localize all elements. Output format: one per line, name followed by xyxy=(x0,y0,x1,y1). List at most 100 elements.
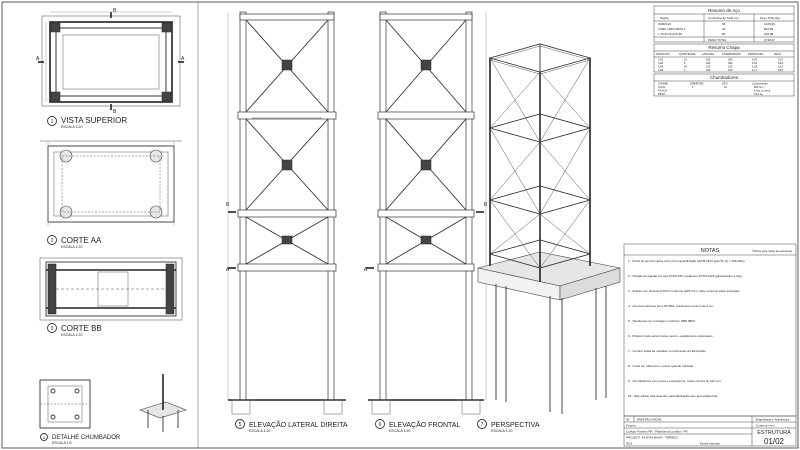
note-6: 6 - Pintura: fundo anticorrosivo epóxi +… xyxy=(628,334,713,338)
perspectiva-number: 7 xyxy=(481,422,484,428)
title-block: 00 EMISSÃO INICIAL Projeto Colégio Posit… xyxy=(623,415,797,447)
corte-aa-scale: ESCALA 1:20 xyxy=(61,245,82,249)
chapa-row-2-col-4: 6,35 xyxy=(752,65,758,69)
chumb-row-2-col-3: 43,2 kg xyxy=(754,92,763,96)
note-2: 2 - Chapas de ligação em aço ASTM A36, p… xyxy=(628,274,743,278)
aco-row-0-col-1: 66 xyxy=(722,22,726,26)
chapa-row-0-col-0: CH1 xyxy=(658,58,664,62)
corte-bb-scale: ESCALA 1:20 xyxy=(61,333,82,337)
frontal-number: 6 xyxy=(379,422,382,428)
chapa-row-1-col-2: 300 xyxy=(706,61,711,65)
tb-description: PROJETO: PLANTA BAIXA - TÉRREO xyxy=(626,435,678,440)
corte-aa-view: 2 CORTE AA ESCALA 1:20 xyxy=(40,140,182,249)
tb-discipline: ESTRUTURA xyxy=(757,430,791,436)
plan-cut-b-top: B xyxy=(113,8,117,14)
chapa-row-2-col-2: 150 xyxy=(706,65,711,69)
tb-revision: 00 xyxy=(626,418,630,422)
tb-client: Colégio Positivo PR - Plataforma Curitib… xyxy=(626,430,689,434)
note-5: 5 - Tolerâncias de montagem conforme NBR… xyxy=(628,319,696,323)
chumb-row-0-col-1: 1" xyxy=(692,85,694,89)
chapa-header-3: COMPRIMENTO xyxy=(722,53,741,56)
frontal-scale: ESCALA 1:20 xyxy=(389,429,410,433)
corte-aa-title: CORTE AA xyxy=(61,236,102,245)
plan-cut-a-left: A xyxy=(36,56,40,62)
aco-row-1-col-1: 44 xyxy=(722,27,726,31)
chapa-row-3-col-5: 63,8 xyxy=(778,68,784,72)
frontal-cut-a: A xyxy=(364,267,368,273)
chapa-row-3-col-4: 12,7 xyxy=(752,68,758,72)
chumb-header-2: QTD xyxy=(722,82,728,86)
corte-bb-title: CORTE BB xyxy=(61,324,102,333)
chapa-row-0-col-2: 200 xyxy=(706,58,711,62)
chapa-row-3-col-2: 400 xyxy=(706,68,711,72)
chapa-table-title: Resumo Chapa xyxy=(708,45,740,50)
aco-row-2-col-2: 618,08 xyxy=(764,32,774,36)
corte-aa-number: 2 xyxy=(51,238,54,244)
chapa-row-2-col-1: 24 xyxy=(684,65,687,69)
chumbador-number: 4 xyxy=(43,435,46,440)
chumb-header-1: DIÂMETRO xyxy=(690,81,704,86)
notes-panel: NOTAS *Ultima para todas as estruturas 1… xyxy=(623,243,797,417)
aco-total-label: PESO TOTAL xyxy=(708,38,727,42)
plan-view-scale: ESCALA 1:20 xyxy=(61,125,82,129)
plan-cut-b-bottom: B xyxy=(113,109,117,115)
chumb-header-0: CHUMB. xyxy=(658,82,669,86)
aco-row-0-col-2: 1320,00 xyxy=(764,22,775,26)
plan-view-title: VISTA SUPERIOR xyxy=(61,116,127,125)
aco-row-2-col-0: L 76,2X76,2X6,35 xyxy=(658,32,682,36)
aco-row-1-col-0: TUBO 100X100X6,3 xyxy=(658,27,686,31)
frontal-title: ELEVAÇÃO FRONTAL xyxy=(389,420,460,429)
aco-table-title: Resumo de Aço xyxy=(708,8,740,13)
plan-cut-a-right: A xyxy=(181,56,185,62)
tables-panel: Resumo de Aço Seção Comprimento Total (m… xyxy=(653,5,795,97)
note-10: 10 - Não utilizar este desenho para fabr… xyxy=(628,394,718,398)
aco-row-1-col-2: 804,89 xyxy=(764,27,774,31)
lateral-number: 5 xyxy=(239,422,242,428)
chumb-table-title: Chumbadores xyxy=(710,75,739,80)
note-4: 4 - Concreto da base fck ≥ 30 MPa, cobri… xyxy=(628,304,714,308)
chumb-row-1-col-3: 6 fios c/ porca xyxy=(754,89,771,93)
tb-revision-desc: EMISSÃO INICIAL xyxy=(637,417,662,422)
tb-date: 2022 xyxy=(626,442,633,446)
chumb-row-2-col-0: PESO xyxy=(658,92,665,96)
plan-view-number: 1 xyxy=(51,119,54,125)
chapa-header-2: LARGURA xyxy=(702,53,714,56)
chapa-row-2-col-3: 150 xyxy=(728,65,733,69)
note-1: 1 - Perfis de aço formados a frio com es… xyxy=(628,259,745,263)
chapa-row-0-col-1: 16 xyxy=(684,58,687,62)
lateral-title: ELEVAÇÃO LATERAL DIREITA xyxy=(249,420,348,429)
chapa-row-0-col-5: 31,9 xyxy=(778,58,784,62)
chapa-row-1-col-0: CH2 xyxy=(658,61,664,65)
chapa-row-1-col-5: 53,8 xyxy=(778,61,784,65)
chumb-row-0-col-0: CH-01 xyxy=(658,85,666,89)
chumb-row-0-col-3: 800 mm xyxy=(754,85,763,89)
lateral-scale: ESCALA 1:20 xyxy=(249,429,270,433)
perspective-view: 7 PERSPECTIVA ESCALA 1:20 xyxy=(477,43,621,433)
chapa-header-0: PARAFUSO xyxy=(656,53,670,56)
chapa-row-0-col-4: 6,35 xyxy=(752,58,758,62)
perspectiva-title: PERSPECTIVA xyxy=(491,422,540,429)
chapa-header-5: PESO xyxy=(774,53,781,56)
chapa-row-3-col-3: 400 xyxy=(728,68,733,72)
tb-sheet-number: 01/02 xyxy=(764,437,785,446)
corte-bb-number: 3 xyxy=(51,326,54,332)
notes-subtitle: *Ultima para todas as estruturas xyxy=(752,249,793,253)
plan-view: A A B B 1 VISTA SUPERIOR ESCALA 1:20 xyxy=(36,8,185,129)
chapa-header-1: QUANTIDADE xyxy=(679,53,696,56)
chapa-header-4: ESPESSURA xyxy=(748,53,764,56)
tb-company: Engenharia e Arquitetura xyxy=(756,418,790,422)
note-3: 3 - Soldas com eletrodo E70XX conforme A… xyxy=(628,289,740,293)
chumb-header-3: Comprimento xyxy=(752,82,768,86)
chapa-row-1-col-4: 9,53 xyxy=(752,61,758,65)
chumbador-scale: ESCALA 1:5 xyxy=(52,441,72,445)
note-7: 7 - Conferir todas as medidas no local a… xyxy=(628,349,707,353)
chapa-row-0-col-3: 200 xyxy=(728,58,733,62)
aco-row-2-col-1: 86 xyxy=(722,32,726,36)
aco-total-value: 2742,97 xyxy=(764,38,775,42)
tb-scale: Escala Indicada xyxy=(700,442,720,446)
aco-row-0-col-0: W200X22 xyxy=(658,22,672,26)
aco-header-0: Seção xyxy=(660,16,669,20)
chumbador-detail: 4 DETALHE CHUMBADOR ESCALA 1:5 xyxy=(39,374,187,445)
tb-project-label: Projeto xyxy=(626,424,636,428)
